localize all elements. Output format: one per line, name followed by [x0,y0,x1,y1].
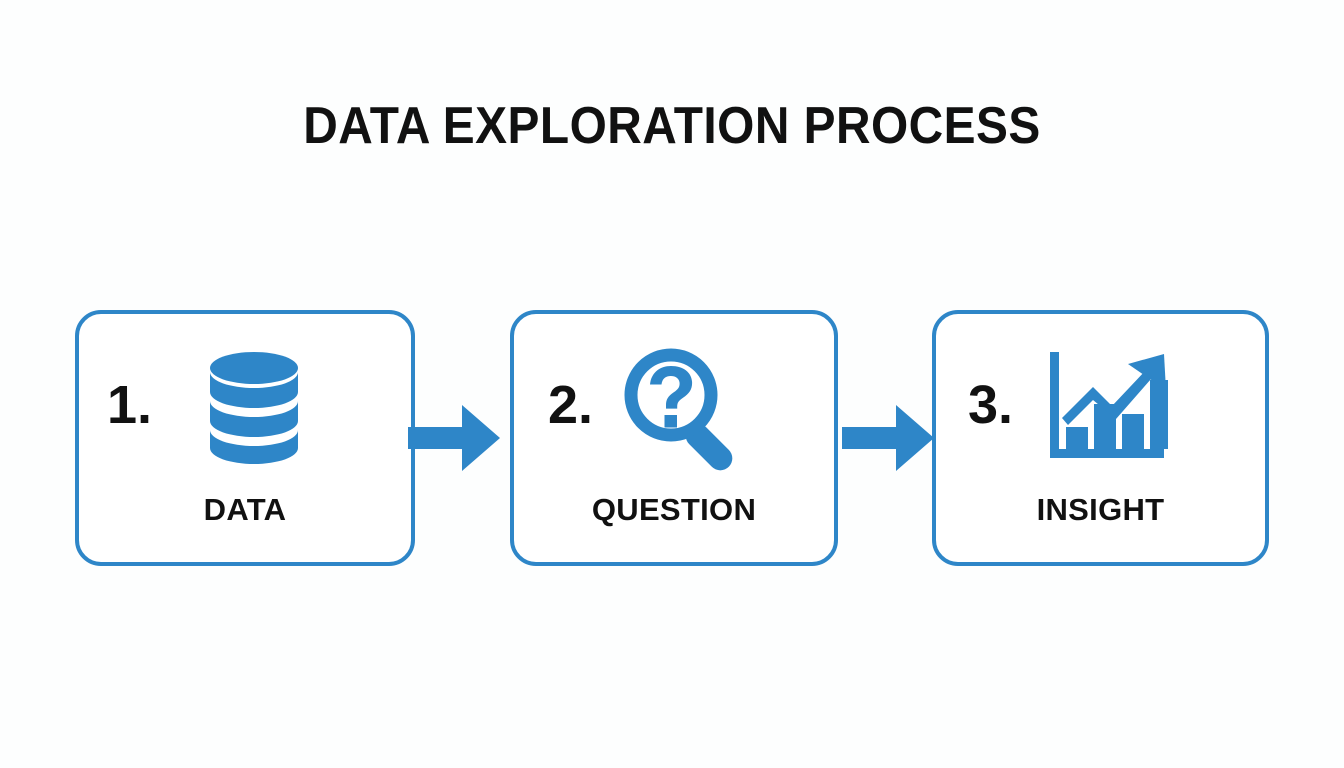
step-card-data[interactable]: 1. DATA [75,310,415,566]
bar-chart-trend-icon [1032,340,1182,475]
magnifier-question-icon [608,340,758,475]
step-number: 2. [548,375,594,435]
step-label: DATA [203,492,287,527]
database-icon [179,340,329,475]
step-label: INSIGHT [1036,492,1165,527]
step-number: 3. [968,375,1014,435]
step-label: QUESTION [591,492,757,527]
step-card-insight[interactable]: 3. INSIGHT [932,310,1269,566]
process-flow: 1. DATA 2. [75,310,1269,570]
step-card-question[interactable]: 2. QUESTION [510,310,838,566]
arrow-right-icon [408,405,500,471]
page-title: DATA EXPLORATION PROCESS [303,97,1041,155]
step-number: 1. [107,375,153,435]
arrow-right-icon [842,405,934,471]
